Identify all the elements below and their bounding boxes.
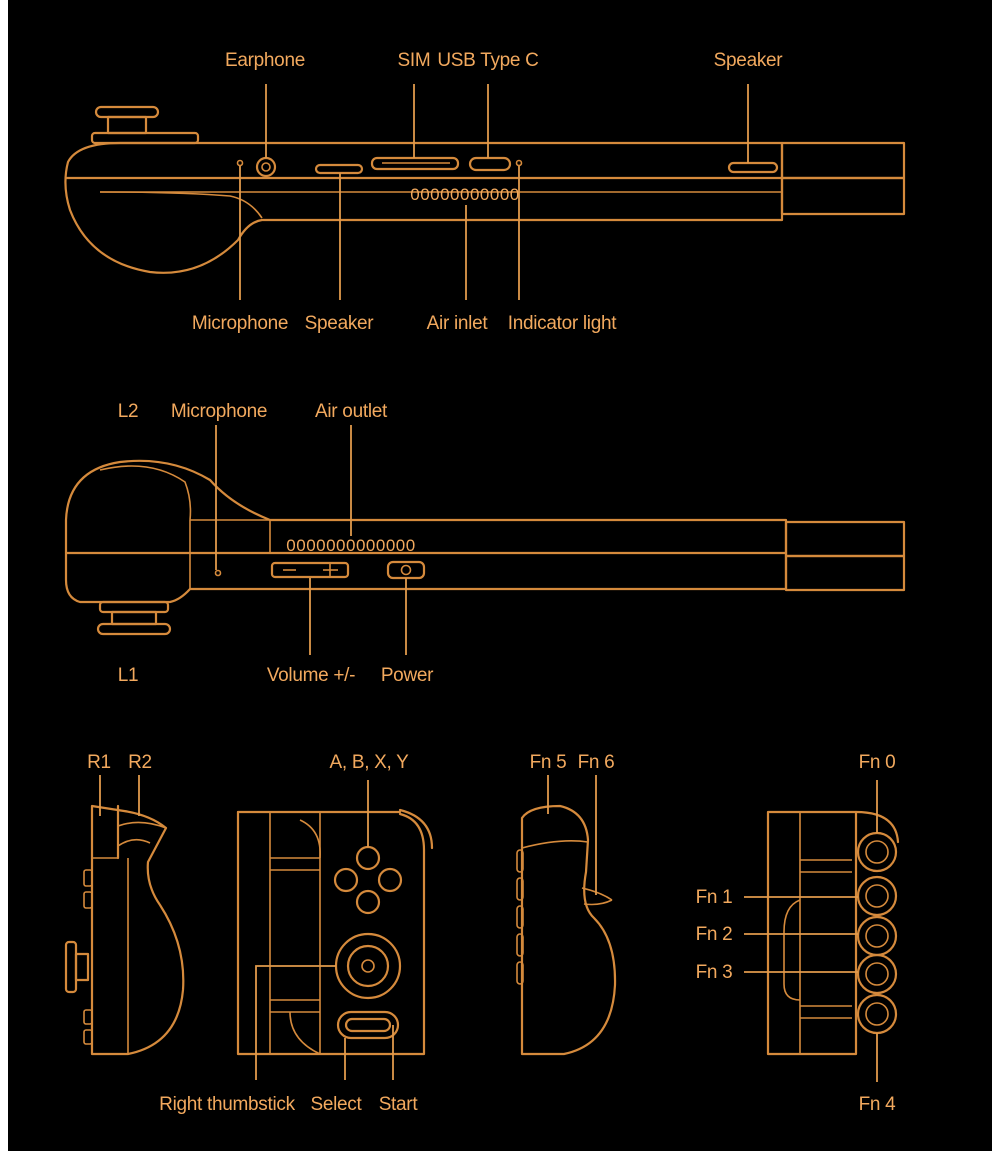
select-start-buttons xyxy=(336,1010,400,1040)
volume-rocker xyxy=(270,561,350,579)
indicator-light xyxy=(515,159,523,167)
fn3-button xyxy=(856,953,898,995)
fn5-fn6-leaders xyxy=(547,775,597,895)
label-microphone-top: Microphone xyxy=(192,313,288,334)
label-start: Start xyxy=(379,1094,419,1115)
fn1-button xyxy=(856,875,898,917)
label-speaker-bottom: Speaker xyxy=(305,313,375,334)
label-fn5: Fn 5 xyxy=(530,752,567,773)
button-x xyxy=(333,867,359,893)
speaker-grille-left xyxy=(314,163,364,175)
bottom-view-leaders xyxy=(215,425,407,655)
air-outlet-vents: 0000000000000 xyxy=(286,536,415,555)
speaker-grille-right xyxy=(727,161,779,174)
label-l1: L1 xyxy=(118,665,139,686)
usb-c-port xyxy=(468,156,512,172)
label-air-outlet: Air outlet xyxy=(315,401,388,422)
label-indicator-light: Indicator light xyxy=(508,313,618,334)
label-fn1: Fn 1 xyxy=(696,887,733,908)
microphone-hole xyxy=(236,159,244,167)
label-select: Select xyxy=(310,1094,362,1115)
grip-side-view-r xyxy=(64,804,185,1056)
label-right-thumbstick: Right thumbstick xyxy=(159,1094,295,1115)
label-r2: R2 xyxy=(128,752,152,773)
bottom-view-device xyxy=(64,459,906,636)
label-volume: Volume +/- xyxy=(267,665,355,686)
fn-leaders xyxy=(744,780,878,1082)
label-microphone-bottom: Microphone xyxy=(171,401,267,422)
abxy-leaders xyxy=(255,780,394,1080)
grip-front-view xyxy=(236,808,434,1056)
label-fn3: Fn 3 xyxy=(696,962,733,983)
air-inlet-vents: 00000000000 xyxy=(410,185,520,204)
r-leaders xyxy=(99,775,140,816)
label-fn4: Fn 4 xyxy=(859,1094,897,1115)
label-earphone: Earphone xyxy=(225,50,305,71)
label-r1: R1 xyxy=(87,752,111,773)
top-view-device xyxy=(64,105,906,274)
label-speaker-top: Speaker xyxy=(714,50,784,71)
button-a xyxy=(355,889,381,915)
label-l2: L2 xyxy=(118,401,139,422)
label-fn6: Fn 6 xyxy=(578,752,615,773)
label-fn0: Fn 0 xyxy=(859,752,896,773)
microphone-hole-bottom xyxy=(214,569,222,577)
sim-slot xyxy=(370,156,460,171)
top-view-leaders xyxy=(239,84,749,300)
diagram-background xyxy=(8,0,992,1151)
label-usb-type-c: USB Type C xyxy=(437,50,538,71)
label-abxy: A, B, X, Y xyxy=(329,752,409,773)
button-b xyxy=(377,867,403,893)
label-power: Power xyxy=(381,665,434,686)
label-air-inlet: Air inlet xyxy=(427,313,489,334)
label-sim: SIM xyxy=(398,50,431,71)
grip-side-view-fn xyxy=(516,804,617,1056)
label-fn2: Fn 2 xyxy=(696,924,733,945)
